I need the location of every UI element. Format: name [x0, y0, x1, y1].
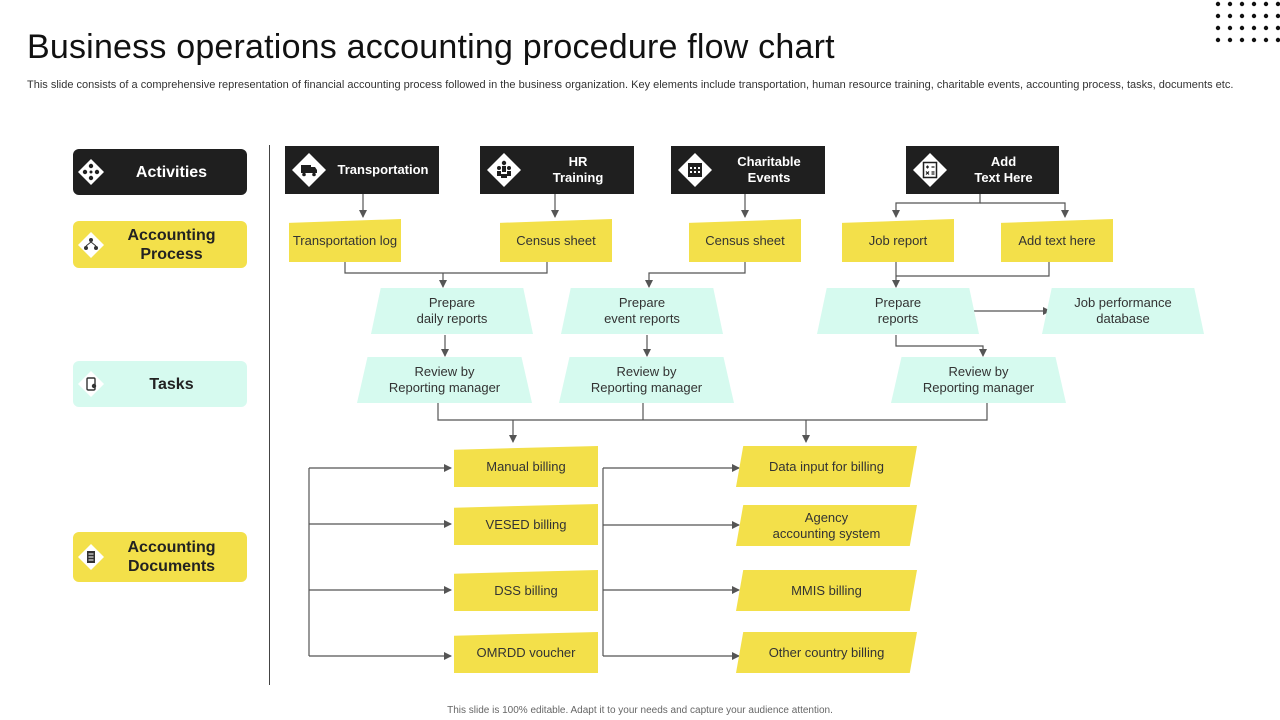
decorative-dot-grid: [1215, 1, 1280, 43]
document-stack-icon: [76, 542, 106, 572]
mobile-device-icon: [76, 369, 106, 399]
header-add-text: Add Text Here: [906, 146, 1059, 194]
team-training-icon: [487, 153, 521, 187]
legend-accounting-process-label: Accounting Process: [127, 226, 216, 263]
task-review-reporting-manager-1: Review by Reporting manager: [357, 357, 532, 403]
document-dss-billing: DSS billing: [454, 570, 598, 611]
document-vesed-billing: VESED billing: [454, 504, 598, 545]
legend-tasks-label: Tasks: [149, 375, 194, 393]
process-add-text-here: Add text here: [1001, 219, 1113, 262]
legend-accounting-process: Accounting Process: [73, 221, 247, 268]
document-other-country-billing: Other country billing: [736, 632, 917, 673]
document-data-input-for-billing: Data input for billing: [736, 446, 917, 487]
header-charitable-events: Charitable Events: [671, 146, 825, 194]
task-job-performance-database: Job performance database: [1042, 288, 1204, 334]
document-omrdd-voucher: OMRDD voucher: [454, 632, 598, 673]
nodes-icon: [76, 157, 106, 187]
task-review-reporting-manager-3: Review by Reporting manager: [891, 357, 1066, 403]
footer-note: This slide is 100% editable. Adapt it to…: [447, 705, 833, 716]
task-prepare-event-reports: Prepare event reports: [561, 288, 723, 334]
document-mmis-billing: MMIS billing: [736, 570, 917, 611]
legend-accounting-documents-label: Accounting Documents: [127, 539, 216, 575]
truck-icon: [292, 153, 326, 187]
header-transportation-label: Transportation: [337, 162, 429, 177]
process-transportation-log: Transportation log: [289, 219, 401, 262]
process-census-sheet-2: Census sheet: [689, 219, 801, 262]
header-hr-training: HR Training: [480, 146, 634, 194]
page-title: Business operations accounting procedure…: [27, 28, 835, 66]
task-prepare-daily-reports: Prepare daily reports: [371, 288, 533, 334]
legend-accounting-documents: Accounting Documents: [73, 532, 247, 582]
column-divider: [269, 145, 270, 685]
document-manual-billing: Manual billing: [454, 446, 598, 487]
header-add-text-label: Add Text Here: [974, 154, 1033, 185]
calendar-icon: [678, 153, 712, 187]
header-hr-training-label: HR Training: [552, 154, 604, 185]
people-network-icon: [76, 230, 106, 260]
task-review-reporting-manager-2: Review by Reporting manager: [559, 357, 734, 403]
process-census-sheet-1: Census sheet: [500, 219, 612, 262]
legend-activities: Activities: [73, 149, 247, 195]
document-agency-accounting-system: Agency accounting system: [736, 505, 917, 546]
task-prepare-reports: Prepare reports: [817, 288, 979, 334]
page-subtitle: This slide consists of a comprehensive r…: [27, 79, 1234, 91]
calculator-icon: [913, 153, 947, 187]
legend-tasks: Tasks: [73, 361, 247, 407]
process-job-report: Job report: [842, 219, 954, 262]
legend-activities-label: Activities: [135, 163, 208, 181]
header-charitable-events-label: Charitable Events: [737, 154, 801, 185]
header-transportation: Transportation: [285, 146, 439, 194]
